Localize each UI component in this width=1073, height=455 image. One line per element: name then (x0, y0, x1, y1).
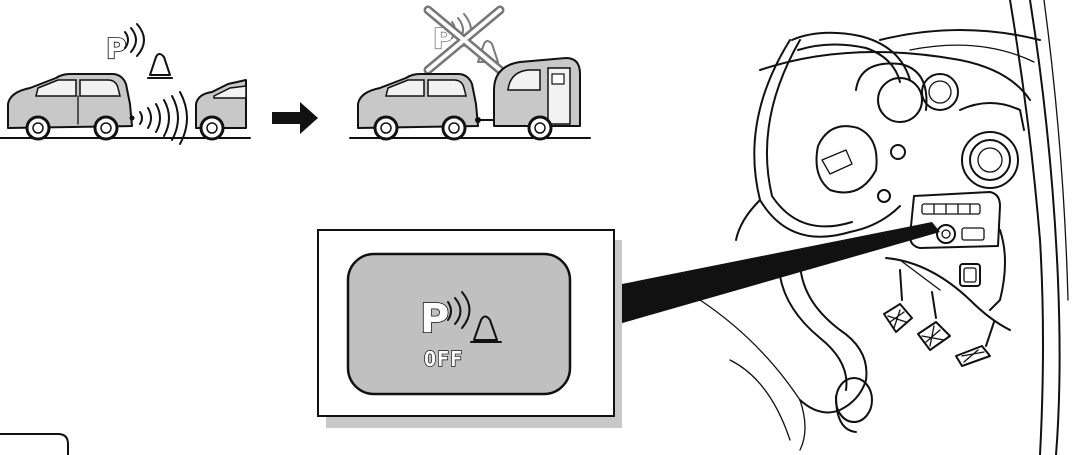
pedals (884, 270, 994, 366)
center-vent (960, 103, 1024, 188)
sensor-waves (130, 92, 188, 144)
towing-scene: P (350, 10, 590, 139)
parking-sensor-icon: P (106, 24, 172, 78)
transition-arrow (272, 102, 318, 134)
sensor-symbol-letter: P (106, 32, 127, 65)
page-frame-corner (0, 434, 68, 455)
parking-sensor-off-switch[interactable]: P OFF (348, 254, 570, 394)
car-behind (196, 80, 246, 139)
dashboard-interior (612, 0, 1068, 455)
switch-off-label: OFF (424, 347, 463, 371)
callout-box: P OFF (318, 230, 622, 428)
instrument-cluster (856, 64, 958, 202)
trailer (494, 58, 580, 139)
sensor-active-scene: P (0, 24, 250, 144)
car-rear-view (8, 74, 132, 139)
towing-car (358, 74, 478, 139)
dash-switch-panel (910, 192, 1000, 286)
switch-symbol-letter: P (420, 296, 449, 342)
